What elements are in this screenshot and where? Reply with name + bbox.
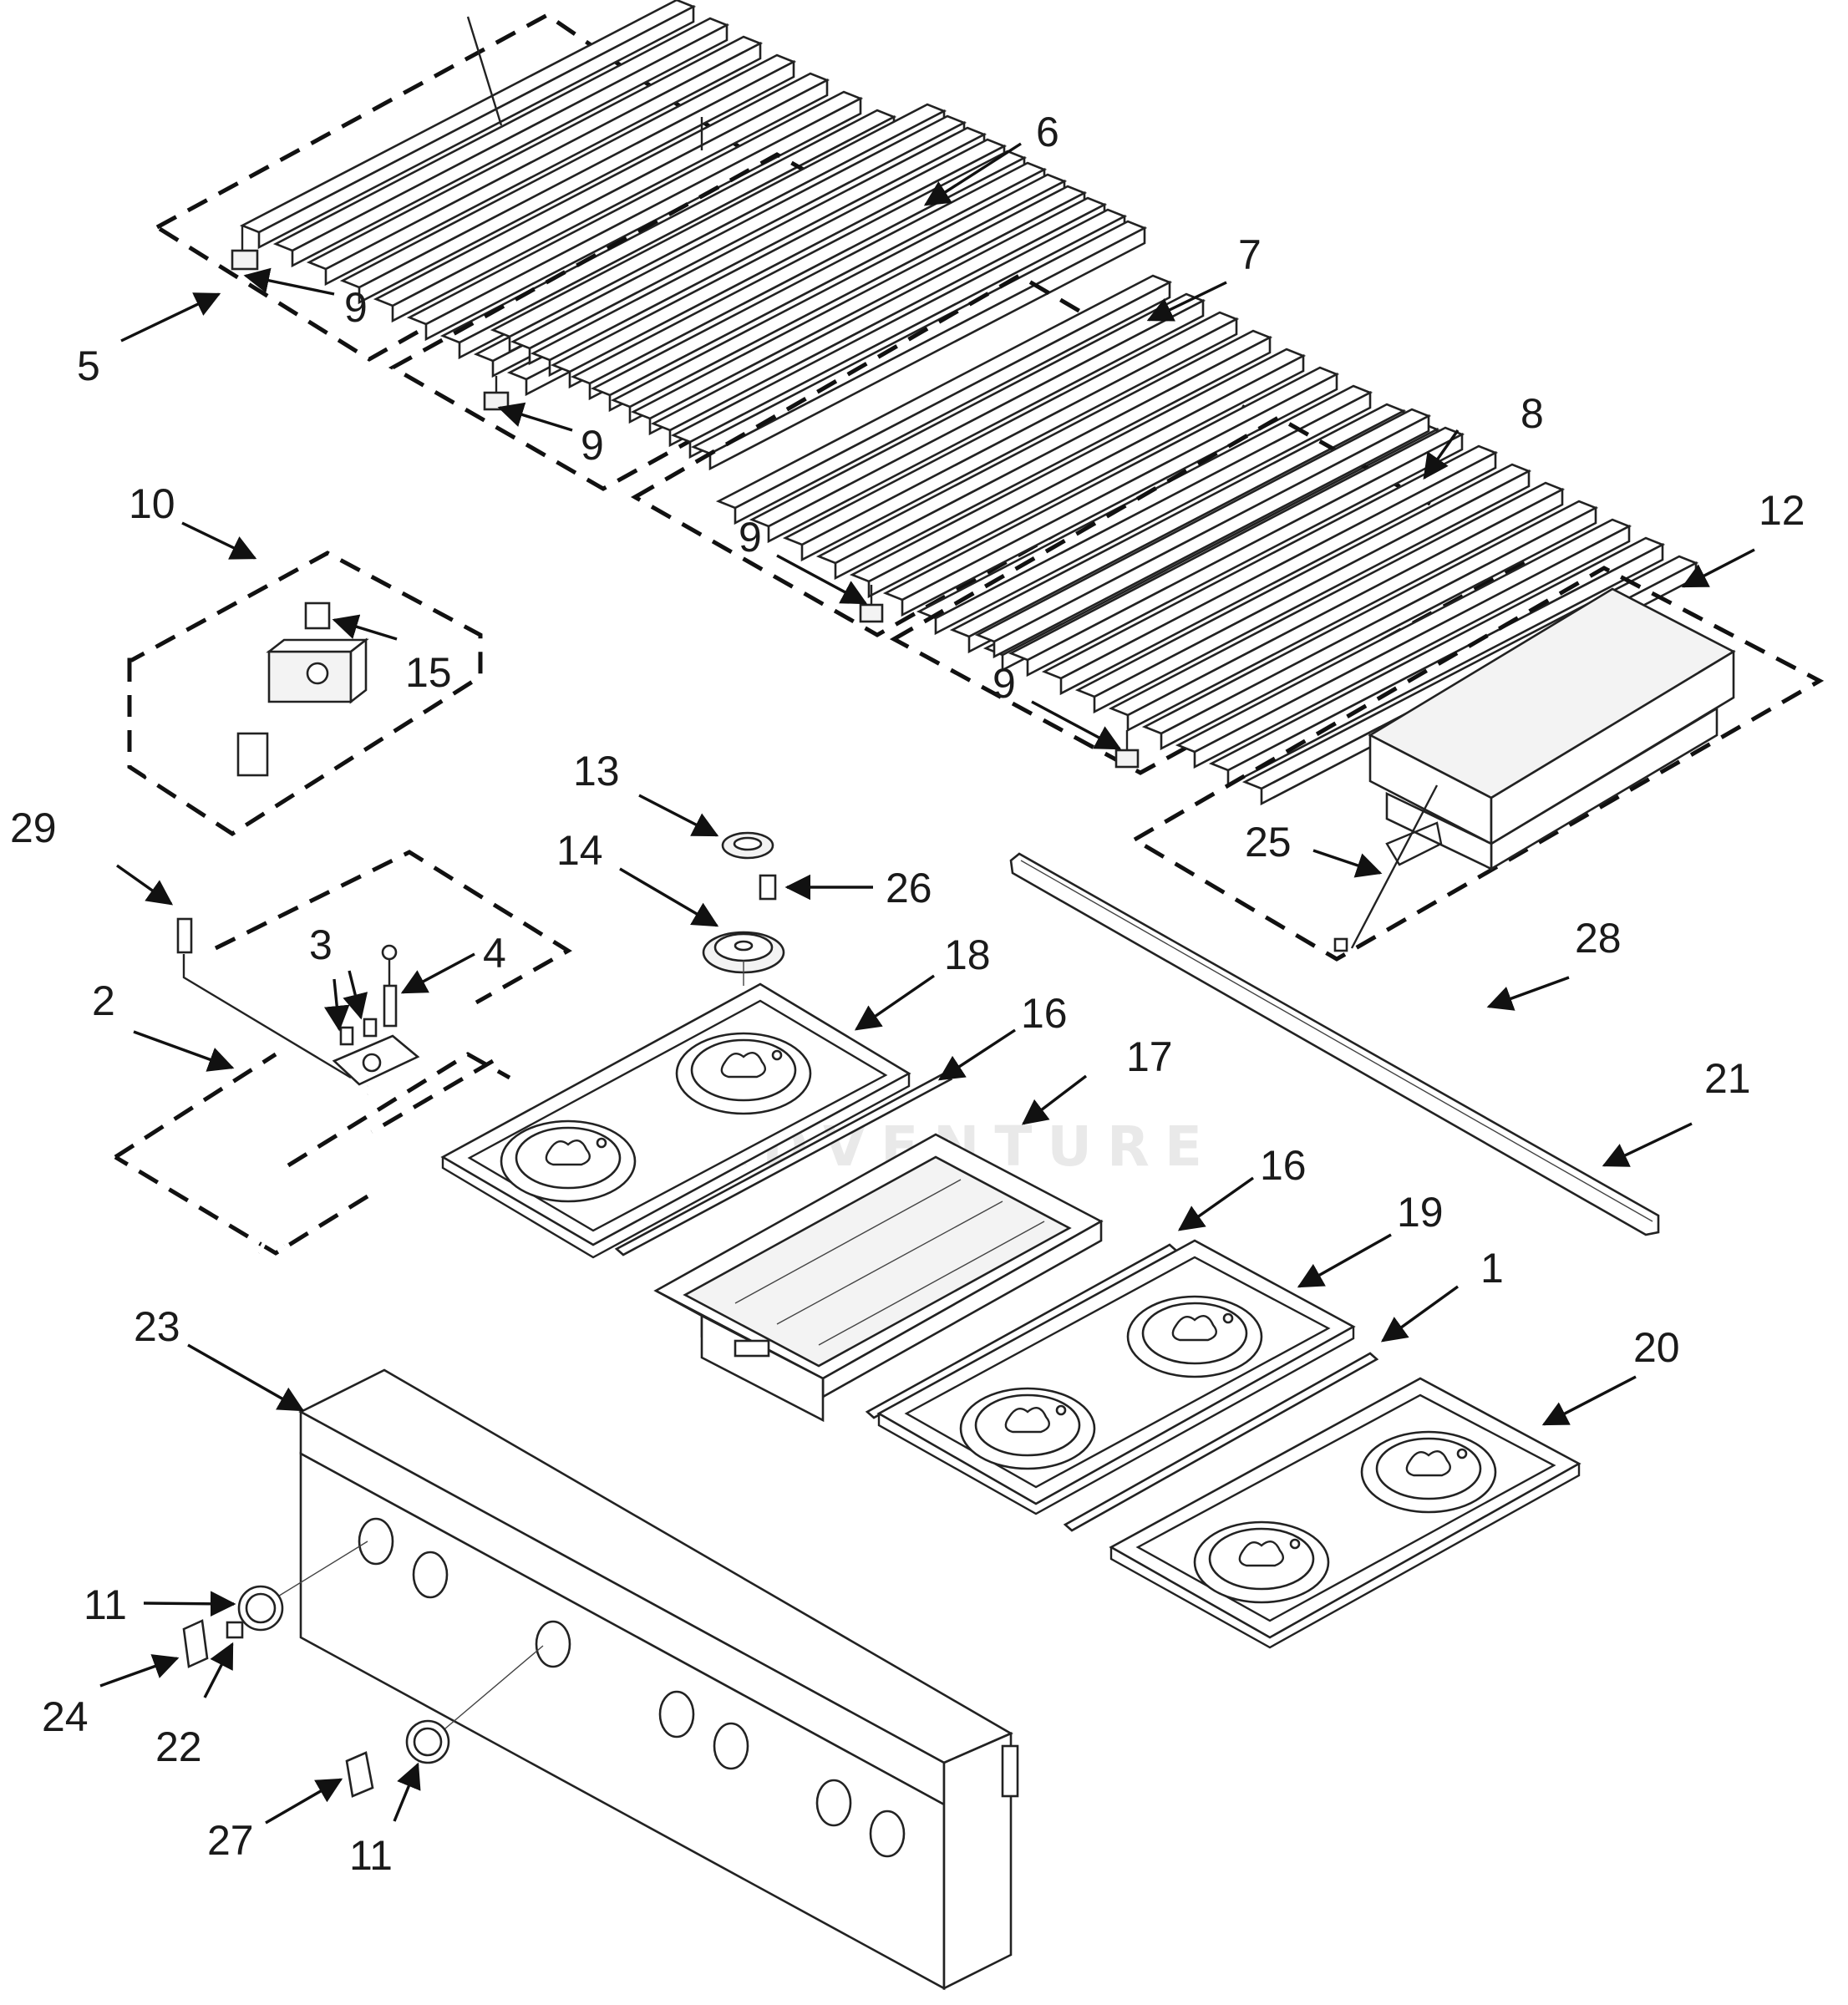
control-panel-23 [265, 1368, 1019, 1991]
burner-pan-20 [1109, 1377, 1581, 1649]
callout-10: 10 [129, 480, 175, 527]
callout-7: 7 [1238, 231, 1262, 278]
callout-20: 20 [1633, 1324, 1680, 1371]
callout-3: 3 [309, 921, 333, 968]
rail-21 [1009, 852, 1660, 1236]
callout-6: 6 [1036, 109, 1059, 155]
callout-1: 1 [1480, 1245, 1504, 1292]
callout-9d: 9 [993, 660, 1016, 707]
callout-23: 23 [134, 1303, 180, 1350]
grate-7 [630, 273, 1439, 672]
callout-9c: 9 [739, 514, 762, 561]
callout-9b: 9 [581, 422, 604, 469]
griddle-assembly-12 [1130, 566, 1825, 962]
griddle-box-17 [653, 1133, 1104, 1423]
callout-15: 15 [405, 649, 452, 696]
callout-5: 5 [77, 343, 100, 389]
callout-21: 21 [1704, 1055, 1751, 1102]
callout-25: 25 [1245, 819, 1292, 865]
callout-26: 26 [886, 865, 932, 911]
callout-27: 27 [207, 1817, 254, 1864]
callout-16b: 16 [1260, 1142, 1307, 1189]
callout-17: 17 [1126, 1033, 1173, 1080]
callout-11a: 11 [84, 1581, 127, 1628]
callout-19: 19 [1397, 1189, 1444, 1236]
callout-22: 22 [155, 1723, 202, 1770]
callout-24: 24 [42, 1693, 89, 1740]
knob-set [182, 1585, 450, 1798]
callout-labels: 1 2 3 4 5 6 7 8 9 9 9 9 10 11 11 12 13 1… [10, 109, 1805, 1879]
grate-8 [889, 408, 1698, 805]
leader-arrows [99, 142, 1755, 1825]
grate-6 [388, 103, 1146, 491]
callout-16a: 16 [1021, 990, 1068, 1037]
callout-29: 29 [10, 805, 57, 851]
callout-12: 12 [1759, 487, 1805, 534]
callout-8: 8 [1521, 390, 1544, 437]
grate-5 [153, 0, 962, 396]
callout-28: 28 [1575, 915, 1622, 962]
callout-13: 13 [573, 748, 620, 794]
burner-pan-19 [876, 1239, 1356, 1515]
manifold-assembly-2 [114, 1034, 511, 1256]
callout-11b: 11 [349, 1832, 393, 1879]
igniter-assembly-3-4 [176, 850, 572, 1079]
callout-2: 2 [92, 977, 115, 1024]
callout-4: 4 [483, 930, 506, 977]
burner-head-13-14 [702, 831, 785, 974]
callout-9a: 9 [344, 284, 368, 331]
trim-strip-1 [1063, 1352, 1379, 1532]
gas-tube-assembly-10 [127, 551, 483, 836]
callout-14: 14 [556, 827, 603, 874]
callout-18: 18 [944, 931, 991, 978]
burner-pan-18 [440, 961, 911, 1259]
